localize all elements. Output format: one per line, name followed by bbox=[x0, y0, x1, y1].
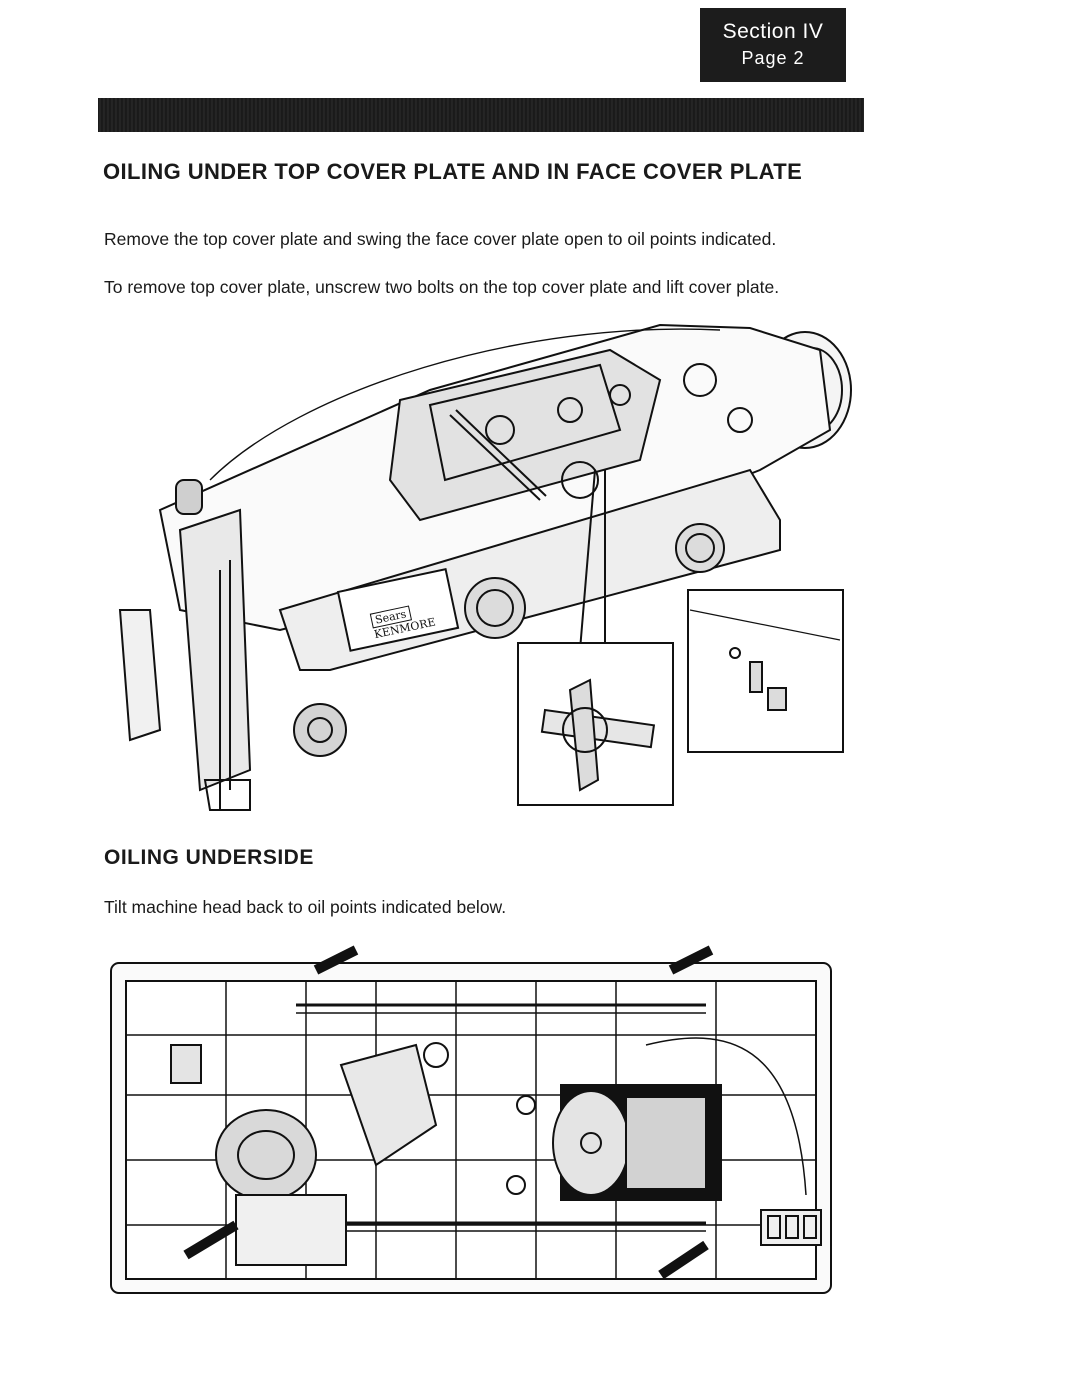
sewing-machine-top-illustration bbox=[118, 323, 852, 811]
header-rule-bar bbox=[98, 98, 864, 132]
sewing-machine-underside-illustration bbox=[110, 945, 832, 1294]
page-label: Page 2 bbox=[741, 48, 805, 68]
section-heading-top-cover: OILING UNDER TOP COVER PLATE AND IN FACE… bbox=[103, 159, 803, 184]
underside-instruction-paragraph: Tilt machine head back to oil points ind… bbox=[104, 897, 507, 917]
section-page-tab: Section IV Page 2 bbox=[700, 8, 846, 82]
instruction-paragraph-2: To remove top cover plate, unscrew two b… bbox=[104, 277, 780, 297]
section-label: Section IV bbox=[722, 20, 824, 43]
instruction-paragraph-1: Remove the top cover plate and swing the… bbox=[104, 229, 777, 249]
section-heading-underside: OILING UNDERSIDE bbox=[104, 846, 314, 869]
